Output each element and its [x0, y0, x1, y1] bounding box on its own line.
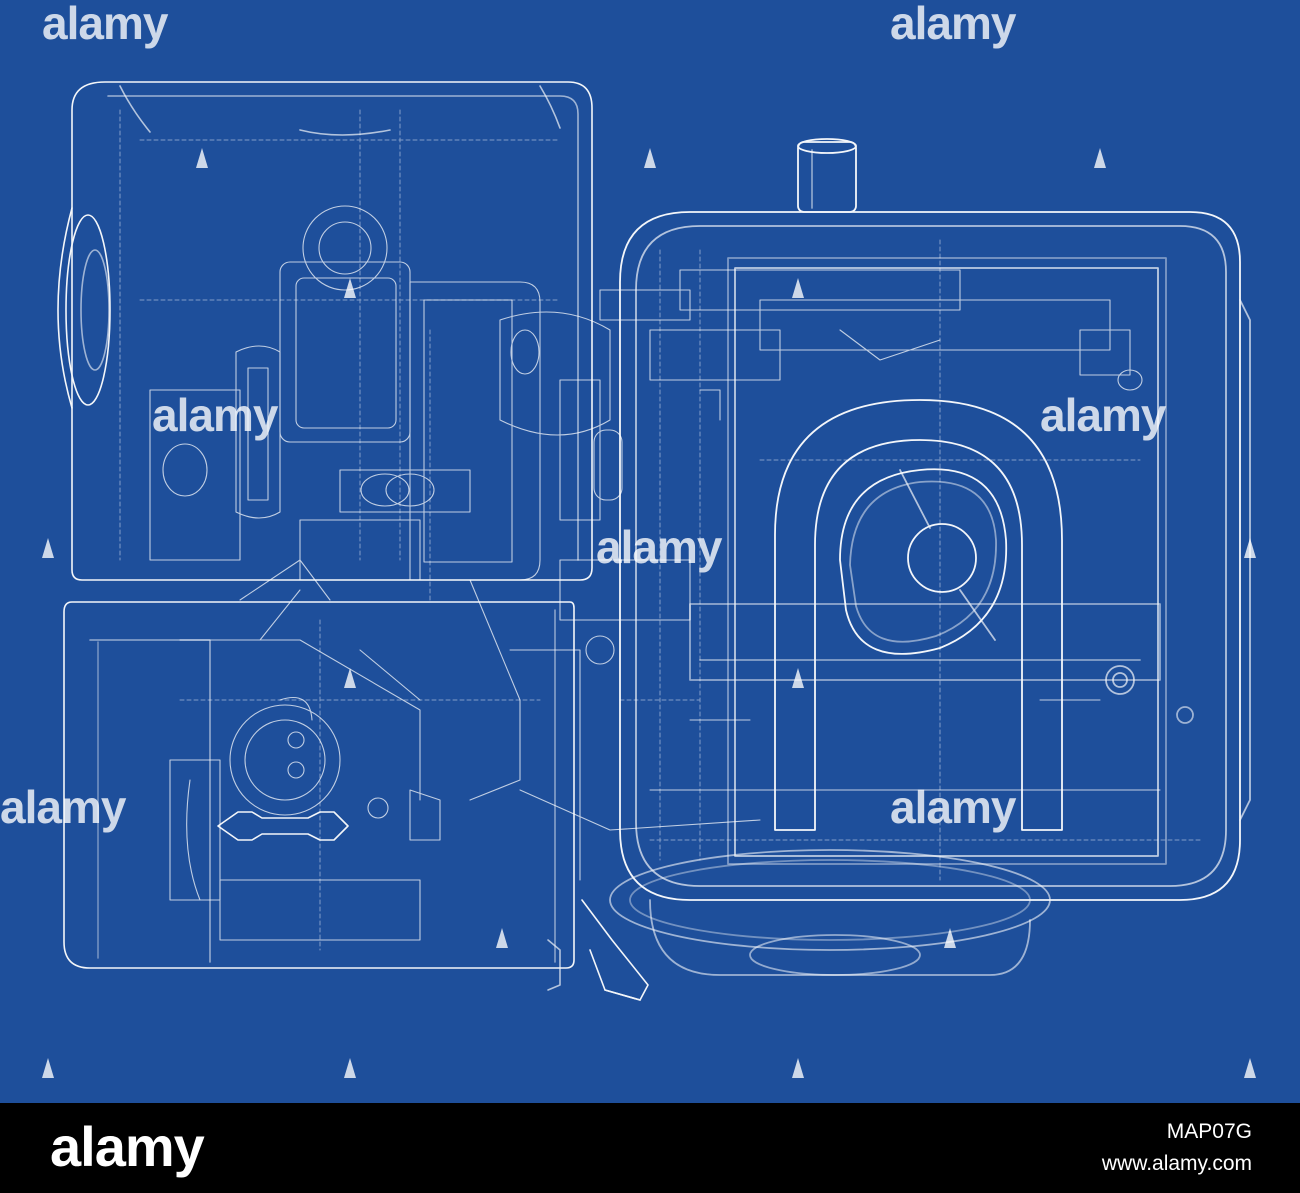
- stock-footer-bar: alamy MAP07G www.alamy.com: [0, 1103, 1300, 1193]
- stock-photo-canvas: alamy alamy alamy alamy alamy alamy alam…: [0, 0, 1300, 1103]
- footer-url: www.alamy.com: [1101, 1152, 1252, 1175]
- footer-logo: alamy: [50, 1115, 205, 1178]
- upper-left-housing: [57, 81, 593, 581]
- hidden-lines: [119, 109, 1201, 951]
- image-id-label: MAP07G: [1166, 1120, 1252, 1143]
- engine-wireframe-drawing: [57, 81, 1251, 1001]
- engine-core-details: [149, 205, 1161, 941]
- right-housing: [609, 138, 1251, 976]
